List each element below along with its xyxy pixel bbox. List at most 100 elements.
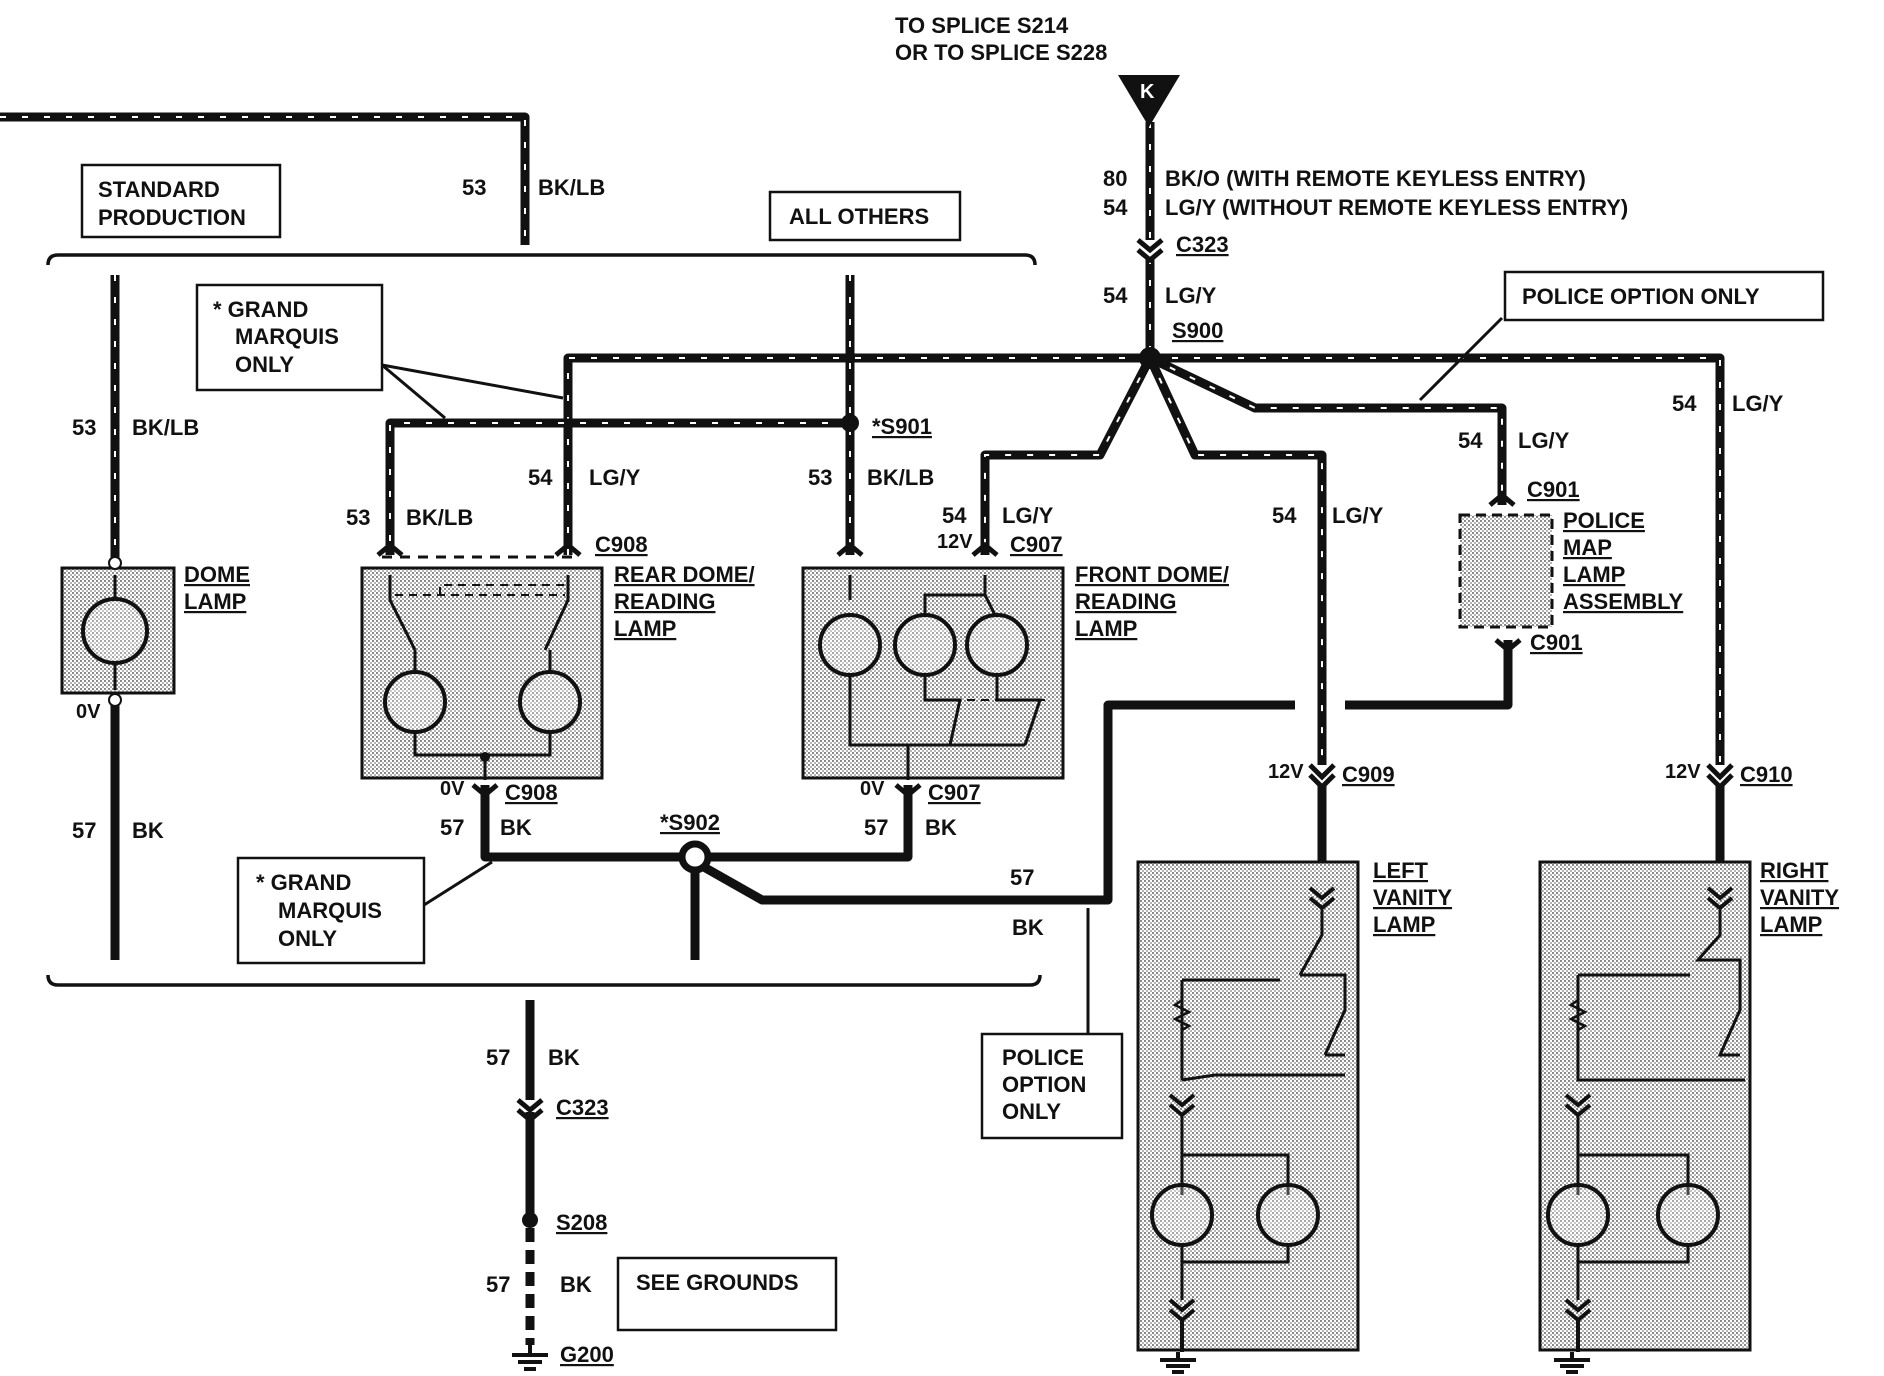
c908-54-chevron [554,541,582,557]
header-labels: TO SPLICE S214 OR TO SPLICE S228 [895,13,1107,65]
option-brackets [46,253,1042,987]
police-map-lamp-body [1458,513,1554,629]
front-dome-reading-lamp [801,566,1065,780]
g200-label: G200 [560,1342,614,1367]
c901-top-label: C901 [1527,477,1580,502]
w53-left-color: BK/LB [132,415,199,440]
w54-front: 54 [942,503,967,528]
left-vanity-resistor-icon [1172,998,1192,1032]
left-vanity-12v: 12V [1268,761,1304,783]
bottom-option-bracket [46,974,1042,987]
w53-mid-color: BK/LB [867,465,934,490]
front-0v: 0V [860,778,885,800]
connector-k: K [1118,75,1180,127]
c901-bottom-chevron [1494,638,1522,654]
c901-top-chevron [1488,491,1516,507]
s901-label: *S901 [872,414,932,439]
w57-left-color: BK [132,818,164,843]
w54-front-color: LG/Y [1002,503,1054,528]
rear-lamp-bulb-left-icon [383,670,447,734]
c910-label: C910 [1740,762,1793,787]
standard-line2: PRODUCTION [98,205,246,230]
dome-lamp-bulb-icon [81,597,149,665]
rear-lamp-body [360,566,604,780]
note-boxes: STANDARD PRODUCTION ALL OTHERS * GRAND M… [80,163,1825,1332]
right-vanity-resistor-icon [1568,998,1588,1032]
feed-desc-80: BK/O (WITH REMOTE KEYLESS ENTRY) [1165,166,1586,191]
c323-bottom-chevron [516,1098,544,1124]
police-bottom-line3: ONLY [1002,1099,1061,1124]
connector-c323-top: C323 [1176,232,1229,257]
w57-ground-color: BK [548,1045,580,1070]
gm-bottom-line2: MARQUIS [278,898,382,923]
wire-54-rear [563,353,1150,555]
gm-bottom-line3: ONLY [278,926,337,951]
right-vanity-ground-icon [1554,1352,1590,1374]
connector-k-label: K [1140,81,1155,103]
top-option-bracket [46,253,1037,266]
w54-police: 54 [1458,428,1483,453]
c323-bottom-label: C323 [556,1095,609,1120]
left-vanity-body [1136,860,1360,1352]
s208-label: S208 [556,1210,607,1235]
w57-front-color: BK [925,815,957,840]
grand-marquis-box-bottom [236,856,426,965]
wire-53-rear [385,418,850,555]
police-bottom-line2: OPTION [1002,1072,1086,1097]
pointer-police-top [1418,316,1504,402]
w57-ground2: 57 [486,1272,510,1297]
right-vanity-label-3: LAMP [1760,912,1822,937]
w53-rear: 53 [346,505,370,530]
dome-label-2: LAMP [184,589,246,614]
right-vanity-body [1538,860,1752,1352]
police-map-label-4: ASSEMBLY [1563,589,1684,614]
right-vanity-bulb-1-icon [1546,1183,1610,1247]
feed-circuit-54: 54 [1103,195,1128,220]
dome-lamp-body [60,566,176,695]
police-map-label-2: MAP [1563,535,1612,560]
right-vanity-lamp [1538,860,1752,1352]
feed-labels: 80 BK/O (WITH REMOTE KEYLESS ENTRY) 54 L… [1103,166,1628,343]
w53-top: 53 [462,175,486,200]
s902-label: *S902 [660,810,720,835]
splices [522,347,1161,1228]
c907-bottom-chevron [894,783,922,799]
c907-bottom-label: C907 [928,780,981,805]
wire-police-return-a [1345,640,1513,710]
splice-line2: OR TO SPLICE S228 [895,40,1107,65]
w57-front: 57 [864,815,888,840]
splice-s208-dot [522,1212,538,1228]
c910-chevron [1706,763,1734,791]
left-vanity-label-3: LAMP [1373,912,1435,937]
c908-bottom-chevron [471,783,499,799]
w54-left-vanity: 54 [1272,503,1297,528]
police-map-label-3: LAMP [1563,562,1625,587]
police-top-label: POLICE OPTION ONLY [1522,284,1760,309]
police-bottom-line1: POLICE [1002,1045,1084,1070]
w54-right-color: LG/Y [1732,391,1784,416]
feed-circuit-80: 80 [1103,166,1127,191]
feed-circuit-54b: 54 [1103,283,1128,308]
component-labels: DOME LAMP REAR DOME/ READING LAMP FRONT … [184,508,1839,937]
c907-54-chevron [971,541,999,557]
c901-bottom-label: C901 [1530,630,1583,655]
c323-top-chevron [1136,238,1164,264]
front-label-2: READING [1075,589,1176,614]
splice-line1: TO SPLICE S214 [895,13,1069,38]
c907-top-label: C907 [1010,532,1063,557]
voltage-labels: 0V 12V 0V 0V 12V 12V [76,531,1701,800]
w57-ground: 57 [486,1045,510,1070]
feed-color-lgy: LG/Y [1165,283,1217,308]
police-map-label-1: POLICE [1563,508,1645,533]
rear-lamp-bulb-right-icon [518,670,582,734]
right-vanity-label-1: RIGHT [1760,858,1829,883]
front-lamp-bulb-1-icon [818,613,882,677]
police-option-box-top [1503,270,1825,322]
wire-54-police [1148,353,1507,505]
c907-53-chevron [836,541,864,557]
pointer-lines [381,316,1504,1034]
wire-53-top [0,112,530,245]
w53-mid: 53 [808,465,832,490]
feed-desc-54: LG/Y (WITHOUT REMOTE KEYLESS ENTRY) [1165,195,1628,220]
